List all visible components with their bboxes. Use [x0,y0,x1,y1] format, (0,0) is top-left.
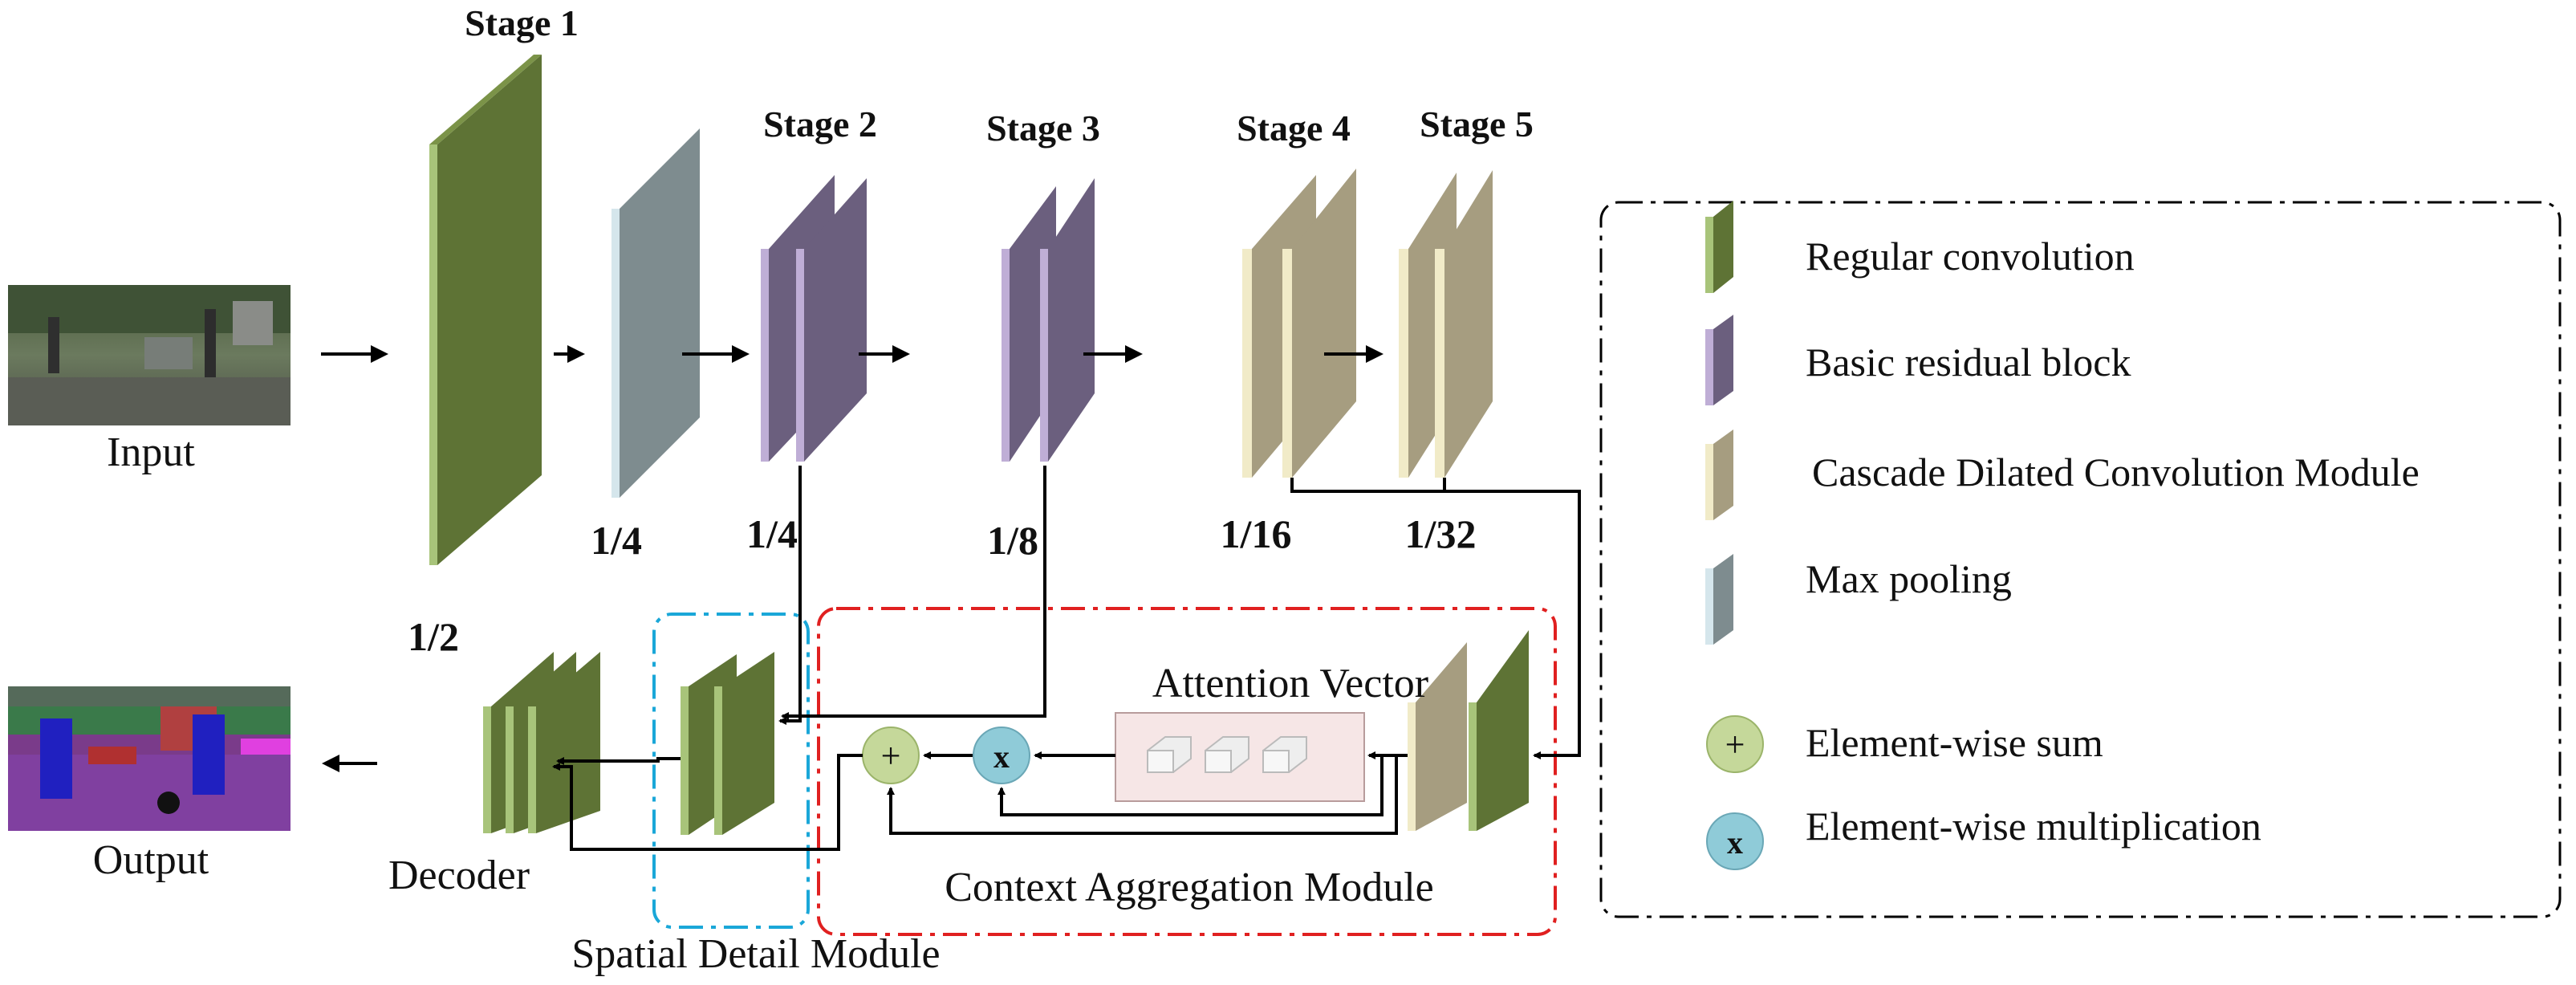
stage4-cdcm-block [1242,169,1356,478]
green-block-icon [1705,201,1733,293]
scale-stage2: 1/4 [746,511,798,556]
context-aggregation-box [817,607,1557,936]
stage1-conv-block [429,55,542,565]
legend-sum-icon [1706,715,1764,773]
legend-box [1599,201,2562,918]
attention-vector-label: Attention Vector [1152,661,1428,706]
decoder-block [483,652,600,833]
stage3-residual-block [1002,178,1095,462]
spatial-detail-block [681,652,774,835]
legend-mult-symbol: x [1727,824,1743,861]
sum-to-decoder [552,754,863,851]
scale-stage3: 1/8 [987,518,1038,563]
stage4-label: Stage 4 [1237,108,1351,149]
context-cdcm-block [1408,630,1529,831]
stage5-label: Stage 5 [1420,104,1534,144]
stage45-connector [1290,478,1581,759]
output-label: Output [93,837,209,883]
stage2-skip-connector [778,466,802,725]
spatial-detail-label: Spatial Detail Module [571,931,940,977]
stage2-residual-block [761,175,867,462]
legend-element-sum: Element-wise sum [1806,720,2103,765]
legend-basic-residual: Basic residual block [1806,340,2131,385]
decoder-label: Decoder [388,853,530,898]
output-image [8,686,291,831]
stage1-label: Stage 1 [465,2,579,43]
attention-cubes [1147,736,1307,773]
spatial-to-decoder [556,757,681,765]
input-image [8,285,291,425]
gray-block-icon [1705,554,1733,645]
scale-half: 1/2 [408,614,459,659]
stage3-skip-connector [781,466,1046,720]
cdcm-to-mult [997,755,1383,816]
context-aggregation-label: Context Aggregation Module [945,865,1433,910]
legend-mult-icon [1706,812,1764,870]
legend-cdcm: Cascade Dilated Convolution Module [1812,450,2420,495]
scale-stage4: 1/16 [1221,511,1292,556]
legend-sum-symbol: + [1725,725,1745,764]
scale-maxpool: 1/4 [591,518,642,563]
legend-max-pooling: Max pooling [1806,556,2012,601]
input-label: Input [107,429,195,475]
cdcm-to-sum [887,755,1398,835]
stage2-label: Stage 2 [763,104,877,144]
spatial-detail-box [652,613,810,929]
stage5-cdcm-block [1399,170,1493,478]
legend-regular-convolution: Regular convolution [1806,234,2135,279]
mult-symbol: x [993,739,1010,775]
legend-element-mult: Element-wise multiplication [1806,804,2261,849]
stage3-label: Stage 3 [986,108,1100,149]
purple-block-icon [1705,315,1733,405]
scale-stage5: 1/32 [1405,511,1477,556]
sum-symbol: + [881,736,901,775]
tan-block-icon [1705,429,1733,520]
mult-circle-icon [973,727,1030,784]
maxpool-block [611,128,700,498]
